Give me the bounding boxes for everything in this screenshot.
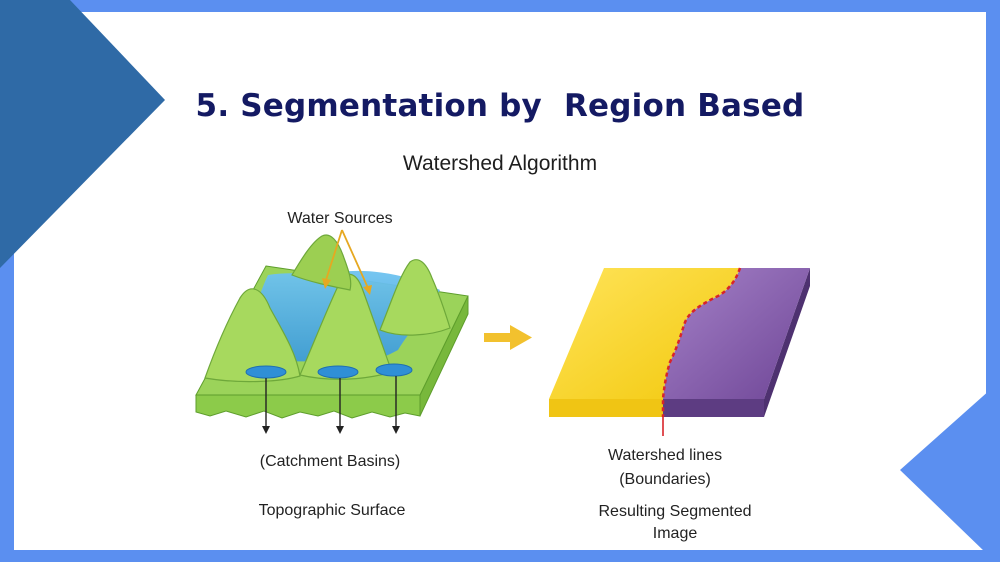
segment-purple-side	[764, 268, 810, 417]
watershed-lines-label: Watershed lines (Boundaries)	[560, 444, 770, 492]
segmented-image-illustration	[549, 267, 810, 436]
segment-purple-region	[663, 268, 810, 399]
boundaries-text: (Boundaries)	[619, 471, 711, 488]
mountain-center	[299, 273, 393, 380]
water-source-pointer-2	[341, 229, 369, 289]
segment-yellow-front	[549, 399, 663, 417]
basin-arrowhead-1	[262, 426, 270, 434]
water-sources-label: Water Sources	[287, 210, 393, 227]
watershed-lines-text: Watershed lines	[607, 447, 723, 464]
result-label-line1: Resulting Segmented	[598, 503, 752, 520]
slide-canvas	[14, 12, 986, 550]
segment-purple-front	[663, 399, 764, 417]
slide-title: 5. Segmentation by Region Based	[195, 88, 805, 124]
catchment-basin-1	[245, 365, 287, 379]
mountain-left	[204, 288, 301, 383]
resulting-segmented-image-label: Resulting Segmented Image	[570, 501, 780, 545]
topographic-surface-label: Topographic Surface	[258, 502, 406, 519]
water-source-arrowhead-2	[363, 285, 372, 295]
watershed-boundary-line	[661, 267, 742, 417]
water-source-arrowhead-1	[322, 278, 331, 289]
mountain-right	[379, 259, 451, 336]
terrain-front-face	[195, 394, 421, 419]
basin-arrowhead-3	[392, 426, 400, 434]
diagram-heading: Watershed Algorithm	[402, 152, 598, 175]
segment-yellow-region	[549, 268, 740, 399]
catchment-basin-3	[375, 363, 413, 377]
transition-arrow	[484, 325, 532, 350]
topographic-surface-illustration	[195, 229, 469, 434]
water-source-pointer-1	[325, 229, 343, 281]
result-label-line2: Image	[652, 525, 698, 542]
catchment-basins-label: (Catchment Basins)	[259, 453, 401, 470]
basin-arrowhead-2	[336, 426, 344, 434]
catchment-basin-2	[317, 365, 359, 379]
